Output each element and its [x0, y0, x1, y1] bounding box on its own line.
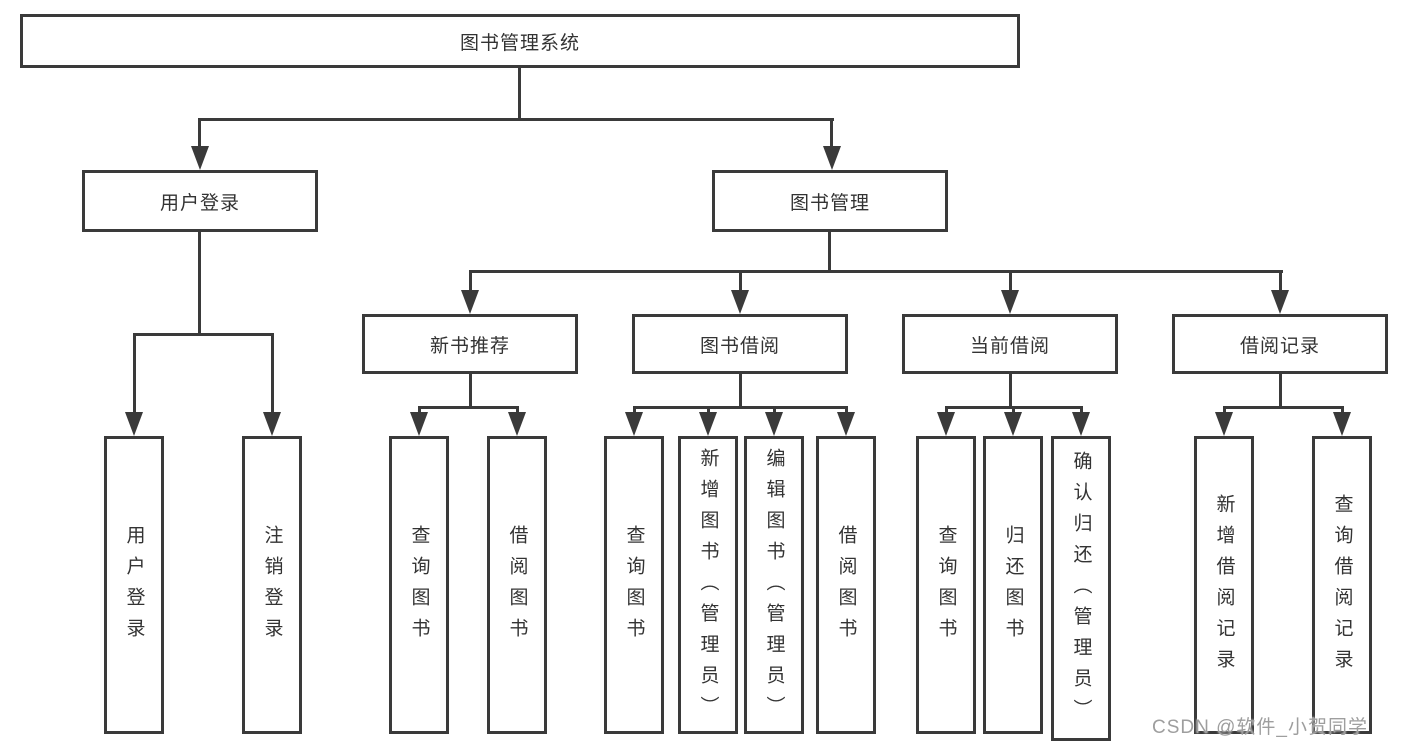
connector-vline: [1012, 406, 1015, 416]
connector-vline: [198, 118, 201, 150]
arrow-down-icon: [731, 290, 749, 314]
connector-hline: [133, 333, 274, 336]
connector-vline: [739, 270, 742, 294]
node-new-book-recommend: 新书推荐: [362, 314, 578, 374]
arrow-down-icon: [1001, 290, 1019, 314]
leaf-query-books-current: 查询图书: [916, 436, 976, 734]
connector-vline: [271, 333, 274, 415]
node-current-borrow: 当前借阅: [902, 314, 1118, 374]
connector-vline: [198, 232, 201, 336]
arrow-down-icon: [1072, 412, 1090, 436]
connector-vline: [469, 270, 472, 294]
connector-vline: [1223, 406, 1226, 416]
arrow-down-icon: [1271, 290, 1289, 314]
leaf-query-borrow-record: 查询借阅记录: [1312, 436, 1372, 734]
connector-vline: [739, 374, 742, 409]
arrow-down-icon: [1333, 412, 1351, 436]
leaf-query-books-borrow: 查询图书: [604, 436, 664, 734]
node-root: 图书管理系统: [20, 14, 1020, 68]
connector-vline: [828, 232, 831, 273]
arrow-down-icon: [823, 146, 841, 170]
node-borrow-records: 借阅记录: [1172, 314, 1388, 374]
arrow-down-icon: [263, 412, 281, 436]
connector-vline: [1279, 270, 1282, 294]
connector-vline: [945, 406, 948, 416]
arrow-down-icon: [699, 412, 717, 436]
arrow-down-icon: [508, 412, 526, 436]
connector-vline: [516, 406, 519, 416]
arrow-down-icon: [410, 412, 428, 436]
watermark: CSDN @软件_小贺同学: [1152, 717, 1368, 738]
leaf-confirm-return-admin: 确认归还（管理员）: [1051, 436, 1111, 741]
connector-hline: [1223, 406, 1344, 409]
connector-hline: [418, 406, 519, 409]
connector-vline: [1341, 406, 1344, 416]
arrow-down-icon: [191, 146, 209, 170]
connector-vline: [1009, 374, 1012, 409]
connector-vline: [133, 333, 136, 415]
leaf-add-borrow-record: 新增借阅记录: [1194, 436, 1254, 734]
connector-hline: [198, 118, 834, 121]
node-book-management: 图书管理: [712, 170, 948, 232]
leaf-query-books-recommend: 查询图书: [389, 436, 449, 734]
arrow-down-icon: [765, 412, 783, 436]
node-book-borrow: 图书借阅: [632, 314, 848, 374]
connector-vline: [1080, 406, 1083, 416]
connector-vline: [1279, 374, 1282, 409]
arrow-down-icon: [937, 412, 955, 436]
arrow-down-icon: [1215, 412, 1233, 436]
arrow-down-icon: [125, 412, 143, 436]
connector-vline: [1009, 270, 1012, 294]
arrow-down-icon: [625, 412, 643, 436]
connector-vline: [518, 66, 521, 120]
node-user-login: 用户登录: [82, 170, 318, 232]
leaf-logout: 注销登录: [242, 436, 302, 734]
connector-hline: [633, 406, 848, 409]
connector-vline: [418, 406, 421, 416]
arrow-down-icon: [1004, 412, 1022, 436]
leaf-edit-book-admin: 编辑图书（管理员）: [744, 436, 804, 734]
arrow-down-icon: [837, 412, 855, 436]
connector-vline: [633, 406, 636, 416]
connector-vline: [830, 118, 833, 150]
leaf-borrow-books-recommend: 借阅图书: [487, 436, 547, 734]
connector-vline: [773, 406, 776, 416]
leaf-add-book-admin: 新增图书（管理员）: [678, 436, 738, 734]
connector-hline: [469, 270, 1283, 273]
connector-vline: [845, 406, 848, 416]
connector-vline: [469, 374, 472, 409]
arrow-down-icon: [461, 290, 479, 314]
leaf-return-books: 归还图书: [983, 436, 1043, 734]
connector-vline: [707, 406, 710, 416]
leaf-borrow-books: 借阅图书: [816, 436, 876, 734]
leaf-user-login: 用户登录: [104, 436, 164, 734]
